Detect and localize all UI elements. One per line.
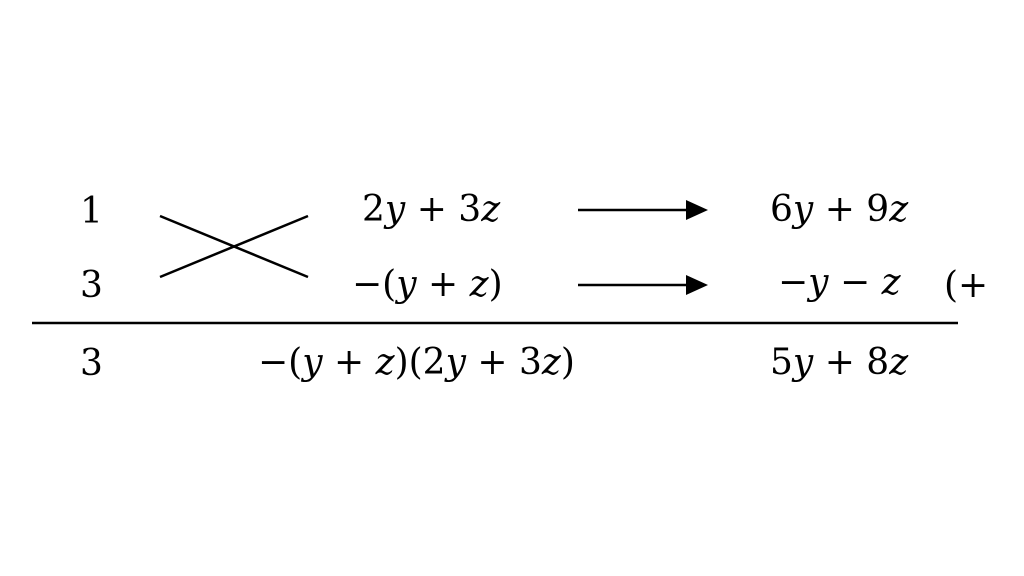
top-term: 2y + 3z (362, 189, 501, 230)
bottom-coefficient: 3 (80, 343, 103, 384)
cross-line-up (159, 214, 309, 279)
middle-coefficient: 3 (80, 265, 103, 306)
bottom-product: −(y + z)(2y + 3z) (258, 342, 575, 383)
arrow-middle-head (686, 275, 708, 295)
arrow-top-head (686, 200, 708, 220)
top-coefficient: 1 (80, 191, 103, 232)
bottom-sum: 5y + 8z (770, 342, 909, 383)
middle-term: −(y + z) (352, 264, 503, 305)
top-result: 6y + 9z (770, 189, 909, 230)
middle-note: (+ (944, 265, 989, 306)
middle-result: −y − z (778, 262, 901, 303)
